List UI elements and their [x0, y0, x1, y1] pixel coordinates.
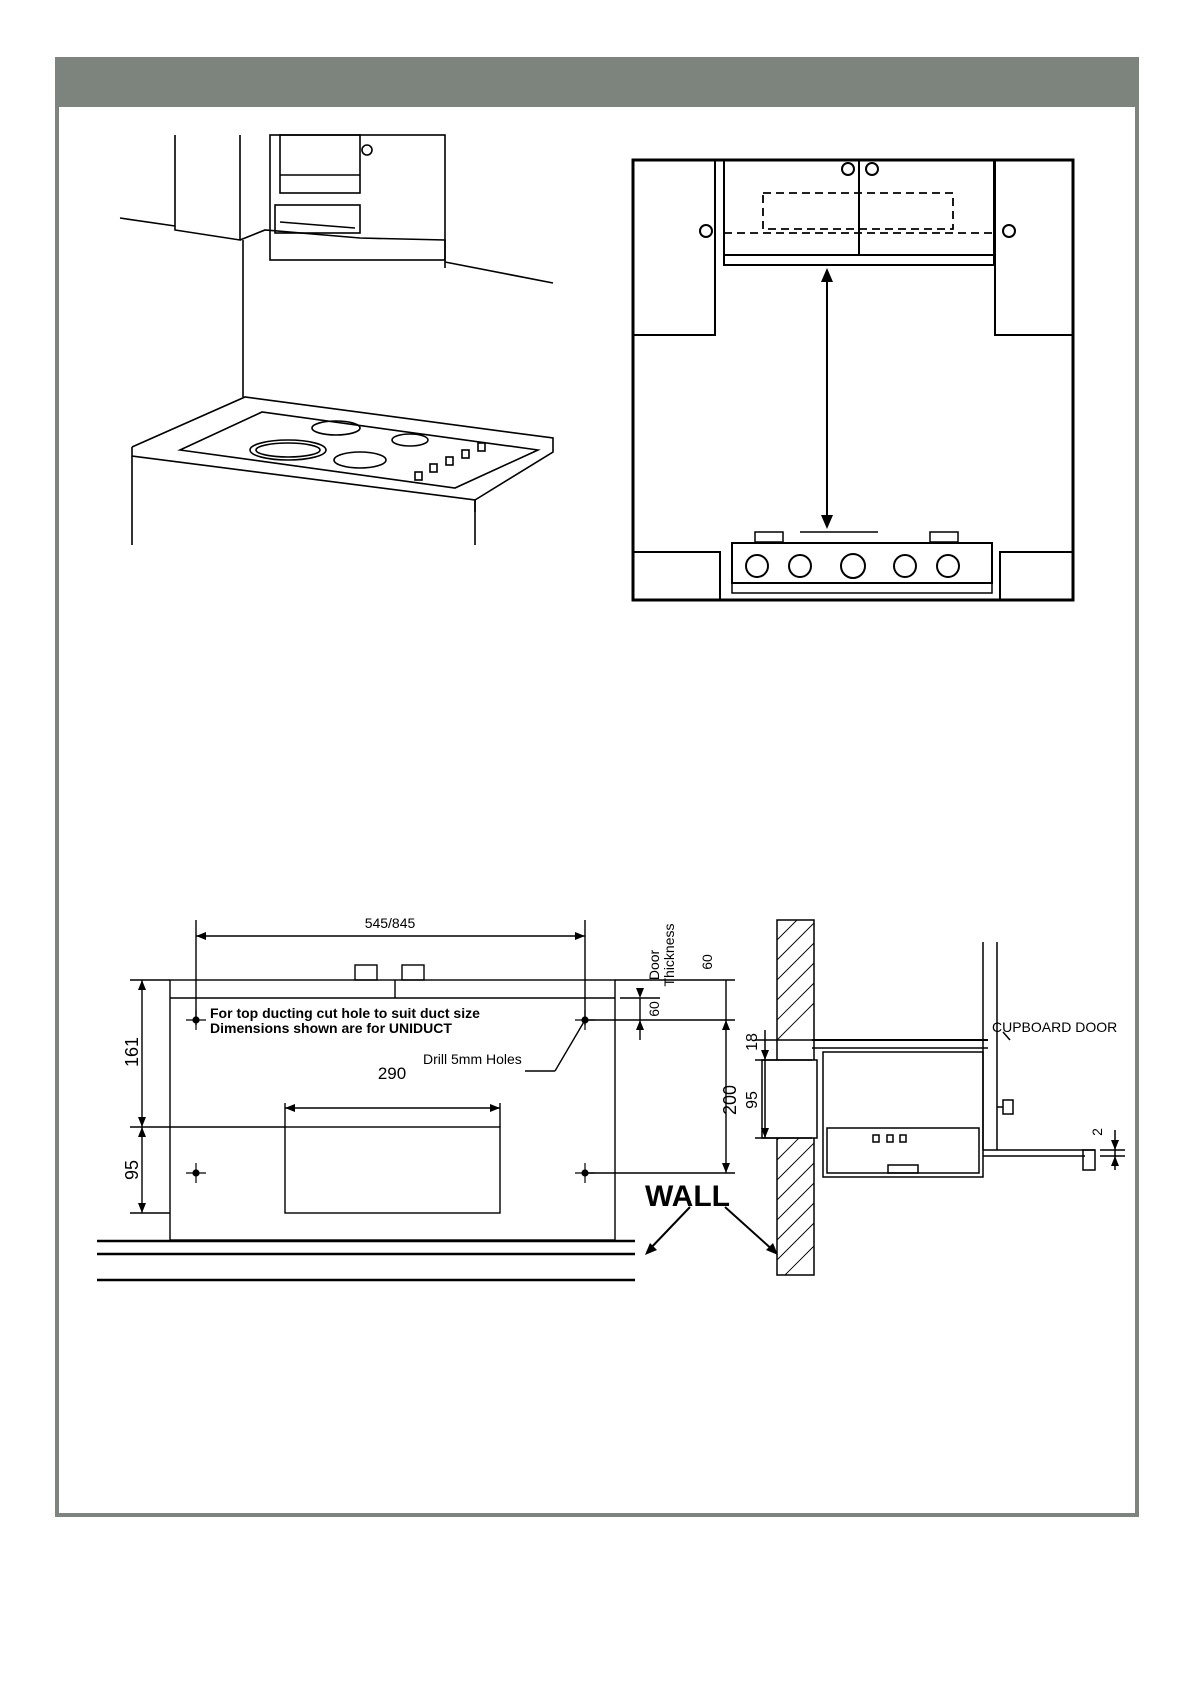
door-60-label: 60 [646, 1001, 662, 1017]
cupboard-door-label: CUPBOARD DOOR [992, 1019, 1117, 1035]
side-2-label: 2 [1089, 1128, 1105, 1136]
thickness-word: Thickness [661, 923, 677, 986]
height-200-label: 200 [720, 1085, 740, 1115]
wall-label: WALL [645, 1180, 730, 1213]
width-dimension-label: 545/845 [365, 915, 416, 931]
template-dimension-drawing [97, 920, 735, 1280]
side-18-label: 18 [744, 1033, 761, 1051]
height-161-label: 161 [122, 1037, 142, 1067]
note-top-ducting: For top ducting cut hole to suit duct si… [210, 1005, 480, 1021]
height-95-label: 95 [122, 1160, 142, 1180]
cutout-width-label: 290 [378, 1064, 406, 1083]
side-95-label: 95 [744, 1091, 761, 1109]
wall-arrows [645, 1207, 778, 1255]
kitchen-perspective-illustration [120, 135, 553, 545]
door-word: Door [646, 949, 662, 980]
side-section-drawing [755, 920, 1125, 1275]
drill-holes-label: Drill 5mm Holes [423, 1051, 522, 1067]
offset-60-label: 60 [699, 954, 715, 970]
front-elevation-schematic [633, 160, 1073, 600]
note-uniduct: Dimensions shown are for UNIDUCT [210, 1020, 452, 1036]
